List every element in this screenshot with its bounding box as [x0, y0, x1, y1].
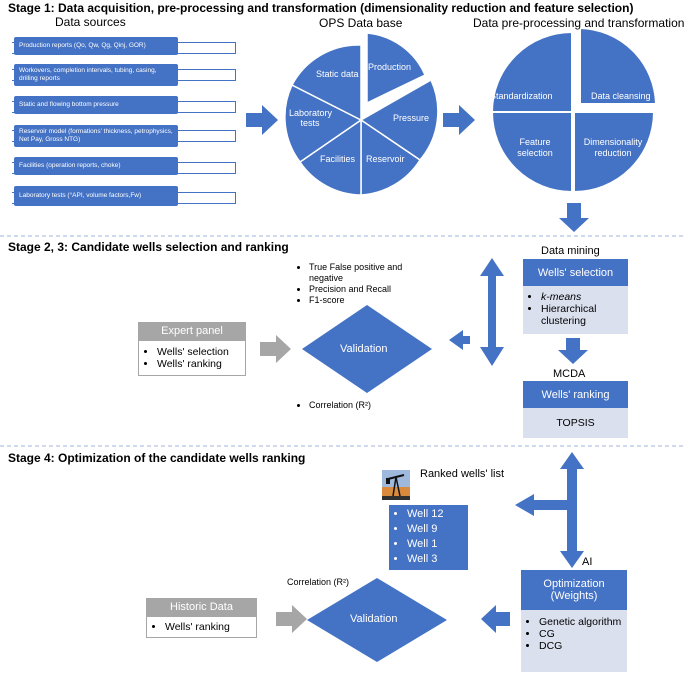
optimization-method: Genetic algorithm: [539, 616, 627, 628]
prep-slice-cleansing: [579, 26, 658, 105]
arrow-to-validation-stage2: [449, 330, 470, 350]
arrow-optimization-to-validation: [481, 605, 510, 633]
arrow-ops-to-prep: [443, 105, 475, 135]
wells-ranking-title: Wells' ranking: [523, 381, 628, 408]
double-arrow-vertical-stage2: [480, 258, 504, 366]
clustering-method-label: k-means: [541, 291, 582, 303]
expert-panel-item: Wells' selection: [157, 346, 245, 358]
ranked-well: Well 1: [407, 537, 468, 552]
stage23-title: Stage 2, 3: Candidate wells selection an…: [8, 240, 289, 254]
optimization-method: DCG: [539, 640, 627, 652]
source-facilities: Facilities (operation reports, choke): [14, 157, 178, 175]
wells-selection-title: Wells' selection: [523, 259, 628, 286]
validation-label-stage4: Validation: [350, 613, 398, 625]
correlation-label-stage4: Correlation (R²): [287, 577, 350, 587]
source-label: Laboratory tests (°API, volume factors,F…: [19, 192, 142, 199]
ops-label-laboratory: Laboratory tests: [289, 108, 333, 128]
prep-label-cleansing: Data cleansing: [591, 91, 651, 101]
arrow-expert-to-validation: [260, 335, 291, 363]
data-sources-title: Data sources: [55, 15, 126, 29]
historic-data-body: Wells' ranking: [146, 616, 257, 638]
expert-panel-item: Wells' ranking: [157, 358, 245, 370]
oil-pump-icon: [382, 470, 410, 500]
clustering-method: k-means: [541, 291, 628, 303]
source-label: Static and flowing bottom pressure: [19, 101, 119, 108]
wells-ranking-body: TOPSIS: [523, 408, 628, 438]
arrow-sources-to-ops: [246, 105, 278, 135]
source-label: Reservoir model (formations' thickness, …: [19, 128, 173, 143]
historic-data-title: Historic Data: [146, 598, 257, 616]
ops-label-pressure: Pressure: [393, 113, 430, 123]
ops-label-facilities: Facilities: [320, 154, 356, 164]
ops-slice-static: [290, 44, 362, 122]
prep-label-feature: Feature selection: [517, 137, 553, 158]
prep-label-standardization: Standardization: [490, 91, 553, 101]
ops-slice-pressure: [359, 78, 439, 161]
validation-label-stage2: Validation: [340, 343, 388, 355]
optimization-title: Optimization (Weights): [521, 570, 627, 610]
prep-title: Data pre-processing and transformation: [473, 16, 685, 30]
arrow-to-ranked-list: [515, 494, 567, 516]
source-label: Production reports (Qo, Qw, Qg, Qinj, GO…: [19, 42, 146, 49]
validation-diamond-stage4: [307, 578, 447, 662]
mcda-title: MCDA: [553, 368, 586, 380]
source-laboratory: Laboratory tests (°API, volume factors,F…: [14, 186, 178, 206]
clustering-method: Hierarchical clustering: [541, 303, 628, 327]
ops-slice-laboratory: [284, 83, 363, 164]
metric-item: True False positive and negative: [309, 262, 437, 284]
arrow-selection-to-ranking: [558, 338, 588, 364]
source-label: Facilities (operation reports, choke): [19, 162, 121, 169]
double-arrow-vertical-stage4: [560, 452, 584, 568]
data-mining-title: Data mining: [541, 245, 600, 257]
source-label: Workovers, completion intervals, tubing,…: [19, 67, 157, 82]
ops-slice-facilities: [298, 118, 362, 196]
optimization-body: Genetic algorithm CG DCG: [521, 610, 627, 672]
optimization-method: CG: [539, 628, 627, 640]
prep-slice-feature: [490, 111, 573, 194]
ai-title: AI: [582, 556, 593, 568]
stage1-title: Stage 1: Data acquisition, pre-processin…: [8, 1, 634, 15]
ranked-list-title: Ranked wells' list: [420, 468, 505, 480]
ops-slice-reservoir: [360, 118, 422, 196]
ops-label-production: Production: [368, 62, 412, 72]
validation-metrics-list: True False positive and negative Precisi…: [297, 262, 437, 306]
expert-panel-body: Wells' selection Wells' ranking: [138, 340, 246, 376]
expert-panel-title: Expert panel: [138, 322, 246, 340]
metric-item: Precision and Recall: [309, 284, 437, 295]
prep-label-dimensionality: Dimensionality reduction: [583, 137, 643, 158]
source-pressure: Static and flowing bottom pressure: [14, 96, 178, 114]
wells-selection-body: k-means Hierarchical clustering: [523, 286, 628, 334]
ops-title: OPS Data base: [319, 16, 403, 30]
metric-item: F1-score: [309, 295, 437, 306]
ops-pie: [284, 32, 439, 196]
historic-item: Wells' ranking: [165, 621, 256, 633]
ranked-well: Well 9: [407, 522, 468, 537]
ranked-well: Well 12: [407, 507, 468, 522]
correlation-label: Correlation (R²): [309, 400, 437, 411]
prep-slice-dimensionality: [573, 111, 656, 194]
arrow-historic-to-validation: [276, 605, 307, 633]
arrow-prep-down: [559, 203, 589, 232]
correlation-list-stage2: Correlation (R²): [297, 400, 437, 411]
stage4-title: Stage 4: Optimization of the candidate w…: [8, 451, 306, 465]
source-reservoir-model: Reservoir model (formations' thickness, …: [14, 125, 178, 147]
ops-slice-production: [366, 32, 426, 105]
ranked-wells-list: Well 12 Well 9 Well 1 Well 3: [389, 505, 468, 570]
validation-diamond-stage2: [302, 305, 432, 393]
ops-label-reservoir: Reservoir: [366, 154, 405, 164]
ops-label-static: Static data: [316, 69, 359, 79]
source-production: Production reports (Qo, Qw, Qg, Qinj, GO…: [14, 37, 178, 55]
ranked-well: Well 3: [407, 552, 468, 567]
source-workovers: Workovers, completion intervals, tubing,…: [14, 64, 178, 86]
prep-slice-standardization: [490, 30, 573, 113]
prep-pie: [490, 26, 658, 194]
ranking-method: TOPSIS: [556, 417, 595, 429]
